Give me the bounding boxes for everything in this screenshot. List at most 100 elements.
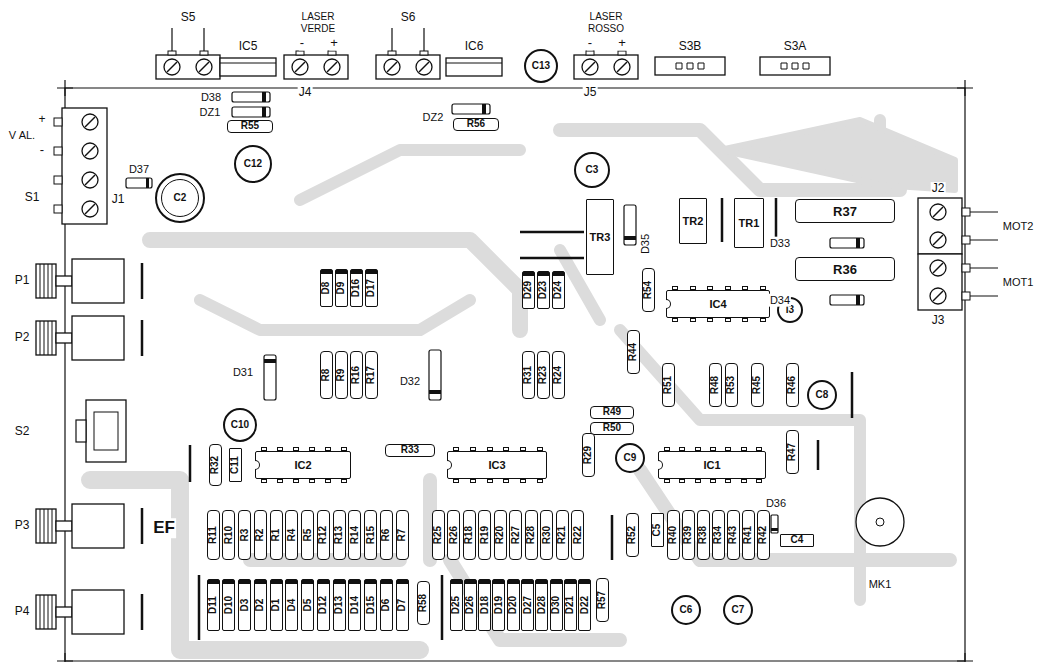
- ic-pin: [261, 479, 267, 483]
- part-designator: C7: [732, 605, 745, 615]
- part-designator: D14: [350, 596, 360, 614]
- diode-body: [830, 238, 864, 248]
- part-designator: D30: [551, 596, 561, 614]
- part-designator: C5: [652, 524, 662, 537]
- part-label: S3A: [783, 40, 808, 54]
- diode-band: [479, 580, 490, 584]
- regulator-body: [446, 58, 502, 76]
- resistor-body: R21: [556, 510, 569, 560]
- ic-pin: [725, 318, 731, 322]
- ic-pin: [453, 447, 459, 451]
- part-label: MK1: [868, 578, 893, 591]
- diode-band: [482, 104, 486, 114]
- ic-pin: [325, 447, 331, 451]
- terminal-screw: [82, 143, 98, 159]
- resistor-body: R14: [348, 510, 361, 560]
- diode-band: [381, 580, 392, 584]
- diode-body: D28: [535, 579, 548, 631]
- part-designator: R8: [321, 369, 331, 382]
- resistor-body: R47: [786, 430, 799, 474]
- part-designator: C8: [816, 390, 829, 400]
- terminal-tab: [962, 208, 970, 216]
- part-designator: IC1: [703, 460, 720, 471]
- part-designator: R12: [318, 526, 328, 544]
- diode-body: D16: [350, 269, 363, 307]
- part-label: S1: [24, 191, 41, 205]
- ic-pin: [341, 479, 347, 483]
- resistor-body: R43: [727, 510, 740, 560]
- terminal-body: [918, 198, 962, 254]
- part-designator: R42: [758, 526, 768, 544]
- resistor-body: R52: [626, 513, 639, 557]
- resistor-body: R58: [417, 581, 430, 625]
- part-designator: R48: [710, 376, 720, 394]
- switch-pins: [676, 63, 704, 69]
- ic-body: IC1: [658, 451, 766, 479]
- crop-marks: [57, 80, 973, 662]
- pad-strip: [190, 372, 852, 640]
- part-designator: D3: [240, 599, 250, 612]
- ic-notch: [255, 460, 260, 470]
- part-designator: D9: [336, 282, 346, 295]
- resistor-body: R20: [494, 510, 507, 560]
- polarity-sign: +: [329, 36, 339, 51]
- ic-notch: [447, 460, 452, 470]
- part-designator: R31: [523, 366, 533, 384]
- part-designator: R51: [663, 376, 673, 394]
- part-designator: R18: [464, 526, 474, 544]
- part-designator: D19: [494, 596, 504, 614]
- part-designator: C12: [244, 159, 262, 169]
- capacitor-body: C9: [615, 443, 645, 473]
- part-designator: C2: [174, 193, 187, 203]
- resistor-body: R11: [207, 510, 220, 560]
- diode-body: D13: [333, 579, 346, 631]
- ic-pin: [695, 479, 701, 483]
- part-designator: R17: [366, 366, 376, 384]
- ic-pin: [707, 286, 713, 290]
- ic-pin: [261, 447, 267, 451]
- ic-pin: [707, 318, 713, 322]
- motor-wires: [970, 212, 998, 296]
- diode-body: D1: [270, 579, 283, 631]
- ic-pin: [756, 479, 762, 483]
- resistor-body: R33: [385, 444, 435, 457]
- diode-body: D11: [207, 579, 220, 631]
- diode-band: [771, 528, 778, 531]
- part-designator: R25: [433, 526, 443, 544]
- part-label: P2: [14, 331, 31, 345]
- diode-body: [232, 107, 270, 117]
- resistor-body: R37: [795, 199, 895, 223]
- diode-body: D22: [578, 579, 591, 631]
- polarity-sign: -: [587, 36, 593, 51]
- resistor-body: R8: [320, 351, 333, 399]
- part-designator: D12: [318, 596, 328, 614]
- diode-band: [493, 580, 504, 584]
- resistor-body: R29: [582, 433, 595, 477]
- diode-band: [302, 580, 313, 584]
- ic-notch: [666, 299, 671, 309]
- part-designator: R43: [728, 526, 738, 544]
- ic-pin: [741, 479, 747, 483]
- switch-slot: [94, 412, 118, 450]
- copper-trace: [640, 470, 950, 560]
- diode-band: [321, 270, 332, 274]
- diode-body: D2: [254, 579, 267, 631]
- part-designator: D23: [538, 281, 548, 299]
- ic-pin: [453, 479, 459, 483]
- potentiometer: [36, 590, 142, 634]
- resistor-body: R54: [642, 268, 655, 312]
- part-designator: R6: [381, 529, 391, 542]
- capacitor-body: C7: [723, 595, 753, 625]
- resistor-body: R3: [238, 510, 251, 560]
- polarity-sign: -: [299, 36, 305, 51]
- part-designator: D16: [351, 279, 361, 297]
- diode-body: D19: [492, 579, 505, 631]
- diode-band: [318, 580, 329, 584]
- ic-pin: [672, 286, 678, 290]
- part-label: D38: [200, 91, 222, 104]
- resistor-body: R44: [627, 330, 640, 374]
- part-designator: R26: [449, 526, 459, 544]
- ic-pin: [679, 447, 685, 451]
- component-body: TR2: [679, 198, 708, 244]
